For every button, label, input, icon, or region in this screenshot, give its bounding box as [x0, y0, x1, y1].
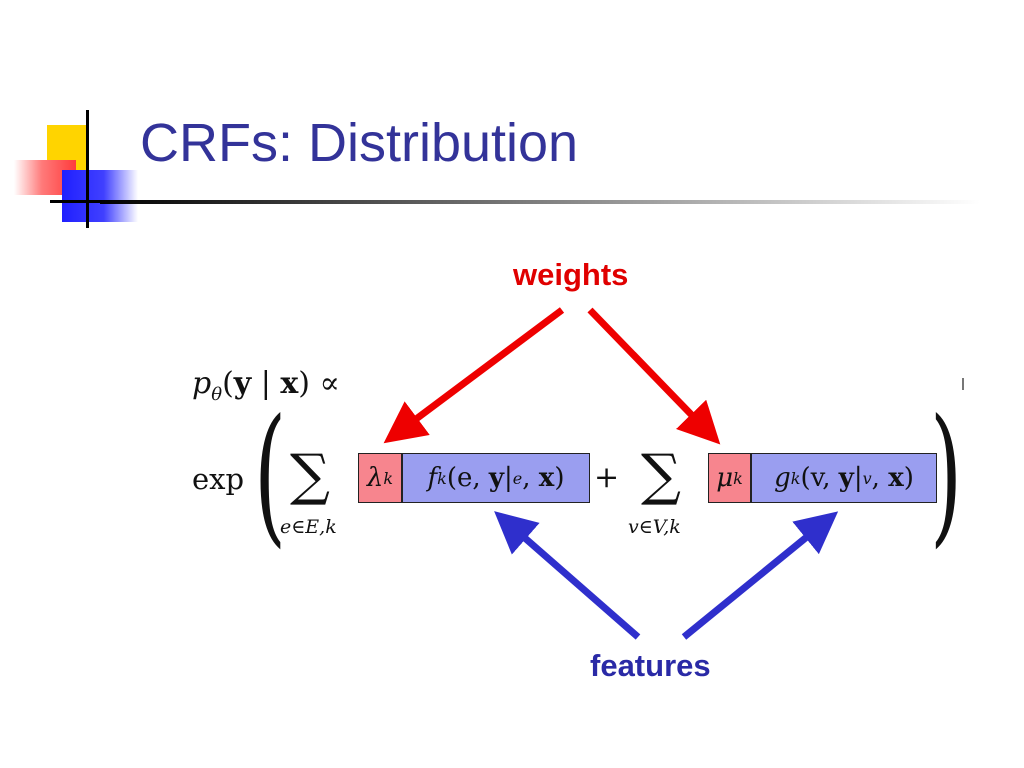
f-restrict-bar: |: [504, 463, 513, 493]
g-x: x: [888, 463, 904, 493]
lambda-subscript: k: [383, 468, 394, 488]
lhs-proportional: ∝: [310, 366, 340, 401]
g-args-close: ): [903, 463, 914, 493]
weight-arrow-left: [383, 307, 565, 444]
lhs-theta: θ: [211, 384, 223, 405]
left-paren: (: [254, 388, 287, 562]
f-args-open: (e,: [446, 463, 489, 493]
lhs-close: ): [298, 366, 311, 401]
slide-title: CRFs: Distribution: [140, 113, 579, 173]
feature-arrow-right: [681, 511, 839, 640]
feature-arrow-left: [494, 511, 641, 640]
features-label: features: [590, 648, 711, 683]
stray-tick-mark: [962, 378, 964, 390]
sum-symbol-edges: ∑: [290, 443, 330, 508]
lhs-x: x: [280, 366, 299, 401]
mu-subscript: k: [733, 468, 743, 488]
f-restrict-subscript: e: [512, 468, 523, 488]
decor-blue-bar: [62, 170, 138, 222]
sum-index-edges: e∈E,k: [280, 516, 337, 538]
title-underline: [100, 200, 980, 204]
g-args-comma: ,: [871, 463, 889, 493]
g-y: y: [838, 463, 854, 493]
weights-label: weights: [513, 257, 629, 292]
g-symbol: g: [774, 463, 791, 493]
f-x: x: [538, 463, 555, 493]
f-args-close: ): [554, 463, 565, 493]
lhs-p: p: [192, 366, 212, 401]
g-restrict-bar: |: [853, 463, 863, 493]
f-symbol: f: [427, 463, 438, 493]
g-subscript: k: [790, 468, 801, 488]
weight-arrow-right: [587, 307, 721, 445]
f-y: y: [488, 463, 505, 493]
f-args-comma: ,: [522, 463, 539, 493]
g-args-open: (v,: [800, 463, 839, 493]
lhs-bar: |: [251, 366, 281, 401]
decor-horizontal-line: [50, 200, 142, 203]
equation-lhs: pθ(y | x) ∝: [192, 366, 340, 405]
decor-vertical-line: [86, 110, 89, 228]
lambda-symbol: λ: [366, 463, 384, 493]
lhs-y: y: [233, 366, 252, 401]
sum-index-vertices: v∈V,k: [628, 516, 681, 538]
lhs-open: (: [222, 366, 234, 401]
plus-sign: +: [594, 460, 620, 495]
f-subscript: k: [437, 468, 447, 488]
sum-symbol-vertices: ∑: [641, 443, 681, 508]
g-restrict-subscript: v: [862, 468, 872, 488]
exp-text: exp: [192, 462, 245, 496]
mu-symbol: μ: [716, 463, 734, 493]
